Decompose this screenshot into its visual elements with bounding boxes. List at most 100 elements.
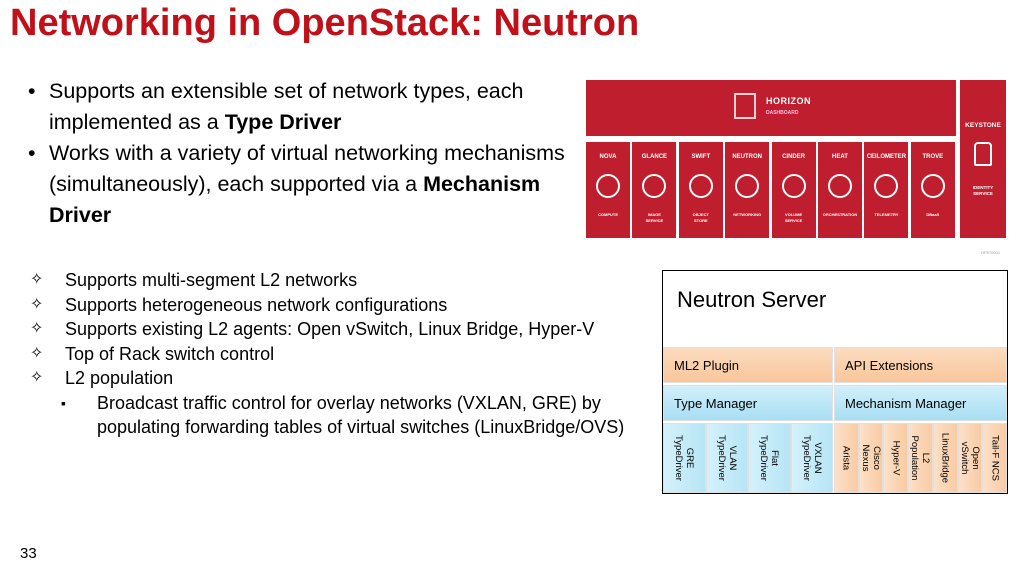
openstack-architecture-diagram: HORIZON DASHBOARD NOVA COMPUTE GLANCE IMAGE… [586, 80, 1006, 255]
type-manager-box: Type Manager [663, 385, 833, 421]
bullet-text: Works with a variety of virtual networki… [49, 141, 565, 196]
star-bullet-icon: ✧ [30, 295, 44, 313]
service-icon [781, 174, 806, 198]
service-name: NOVA [599, 154, 617, 160]
service-name: GLANCE [641, 154, 668, 160]
service-heat: HEAT ORCHESTRATION [818, 142, 862, 238]
feature-sub-item: ▪ Broadcast traffic control for overlay n… [30, 391, 630, 440]
service-sub: NETWORKING [733, 212, 762, 217]
bullet-type-driver: • Supports an extensible set of network … [28, 76, 573, 138]
feature-text: Supports existing L2 agents: Open vSwitc… [65, 319, 595, 339]
service-sub: TELEMETRY [874, 212, 899, 217]
service-neutron: NEUTRON NETWORKING [725, 142, 770, 238]
api-extensions-box: API Extensions [834, 347, 1007, 383]
feature-text: L2 population [65, 368, 174, 388]
mechanism-driver-linuxbridge: LinuxBridge [932, 423, 958, 493]
service-name: CEILOMETER [866, 154, 907, 160]
feature-item: ✧ L2 population [30, 366, 630, 391]
service-icon [596, 174, 620, 198]
service-name: HEAT [832, 154, 848, 160]
feature-text: Supports heterogeneous network configura… [65, 294, 448, 315]
service-name: SWIFT [691, 154, 711, 160]
bullet-bold-term: Type Driver [224, 110, 342, 134]
star-bullet-icon: ✧ [30, 320, 44, 337]
star-bullet-icon: ✧ [30, 369, 44, 386]
bullet-bold-term: Mechanism Driver [49, 172, 541, 227]
star-bullet-icon: ✧ [30, 271, 44, 288]
feature-sub-text: Broadcast traffic control for overlay ne… [97, 392, 625, 438]
neutron-server-title: Neutron Server [677, 287, 827, 312]
bullet-dot: • [28, 79, 36, 103]
service-name: TROVE [922, 154, 944, 160]
mechanism-driver-label: Hyper-V [890, 440, 902, 476]
mechanism-driver-label: LinuxBridge [939, 432, 951, 484]
service-sub: ORCHESTRATION [822, 212, 858, 217]
service-ceilometer: CEILOMETER TELEMETRY [864, 142, 909, 238]
feature-text: Top of Rack switch control [65, 343, 275, 364]
mechanism-driver-label: Tail-F NCS [989, 435, 1001, 481]
feature-list: ✧ Supports multi-segment L2 networks ✧ Supp… [30, 268, 630, 440]
service-trove: TROVE DBaaS [910, 142, 955, 238]
mechanism-driver-label: Arista [840, 445, 852, 471]
service-sub: DBaaS [926, 212, 940, 217]
service-icon [828, 174, 852, 198]
mechanism-driver-tail-f-ncs: Tail-F NCS [982, 423, 1007, 493]
service-icon [920, 174, 945, 198]
service-icon [735, 174, 760, 198]
slide-title: Networking in OpenStack: Neutron [10, 2, 640, 44]
bullet-mechanism-driver: • Works with a variety of virtual networ… [28, 138, 573, 231]
service-name: NEUTRON [732, 154, 763, 160]
horizon-name: HORIZON [766, 96, 811, 106]
horizon-block: HORIZON DASHBOARD [586, 80, 956, 136]
feature-item: ✧ Supports existing L2 agents: Open vSwit… [30, 317, 630, 342]
neutron-server-diagram: Neutron Server ML2 Plugin API Extensions… [662, 270, 1008, 494]
top-bullet-list: • Supports an extensible set of network … [28, 76, 573, 231]
bullet-dot: • [28, 141, 36, 165]
service-nova: NOVA COMPUTE [586, 142, 630, 238]
star-bullet-icon: ✧ [30, 344, 44, 362]
lock-icon [974, 142, 992, 166]
bullet-text: Supports an extensible set of network ty… [49, 79, 524, 134]
service-sub: COMPUTE [598, 212, 618, 217]
ml2-plugin-box: ML2 Plugin [663, 347, 833, 383]
service-name: CINDER [782, 154, 806, 160]
square-bullet-icon: ▪ [61, 394, 66, 411]
service-icon [874, 174, 899, 198]
horizon-sub: DASHBOARD [766, 110, 799, 116]
service-icon [688, 174, 713, 198]
mechanism-driver-hyper-v: Hyper-V [883, 423, 909, 493]
mechanism-manager-box: Mechanism Manager [834, 385, 1007, 421]
feature-item: ✧ Supports heterogeneous network configur… [30, 293, 630, 318]
feature-sub-items: ▪ Broadcast traffic control for overlay n… [30, 391, 630, 440]
keystone-name: KEYSTONE [965, 122, 1001, 129]
dashboard-icon [734, 93, 756, 119]
diagram-code: OP070001 [981, 250, 1001, 255]
feature-items: ✧ Supports multi-segment L2 networks ✧ Supp… [30, 268, 630, 391]
page-number: 33 [20, 545, 37, 562]
feature-text: Supports multi-segment L2 networks [65, 270, 358, 290]
mechanism-driver-arista: Arista [834, 423, 859, 493]
service-icon [642, 174, 667, 198]
